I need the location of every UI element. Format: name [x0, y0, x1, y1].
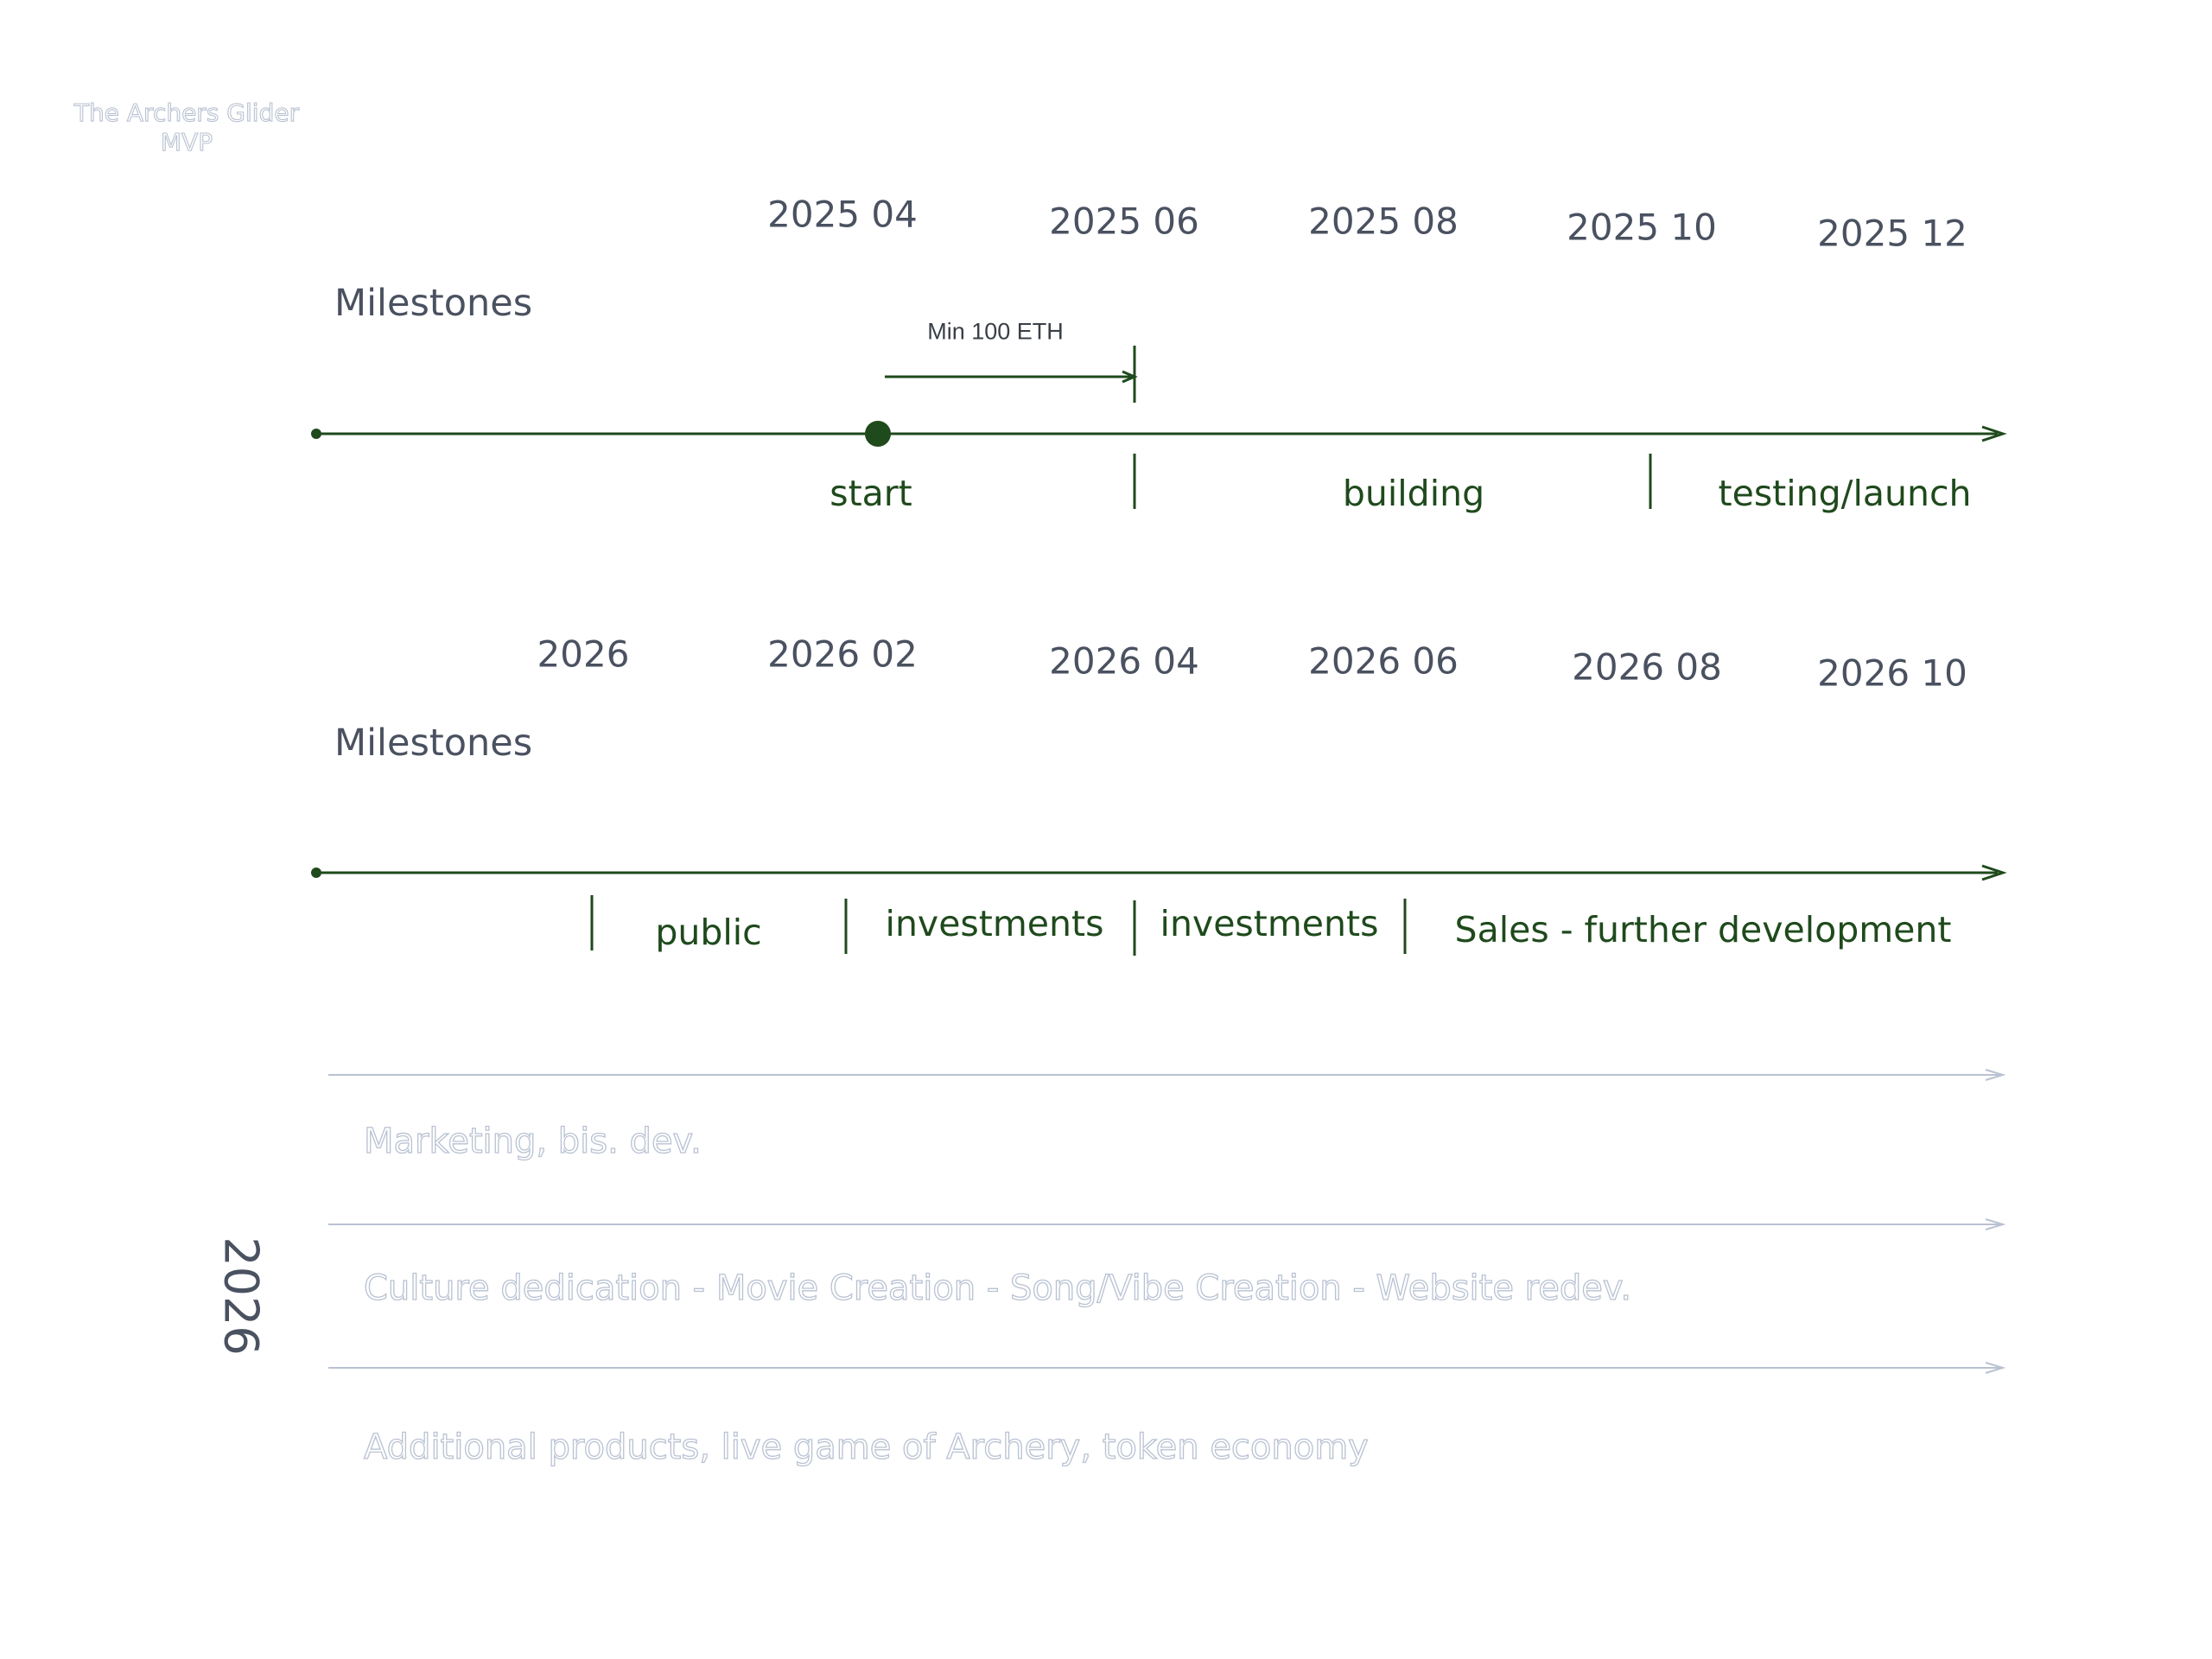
date-label: 2026 08	[1572, 645, 1722, 689]
track-label: Marketing, bis. dev.	[363, 1121, 702, 1161]
logo-title: The Archers Glider	[73, 98, 300, 127]
start-milestone-marker	[865, 421, 891, 447]
timeline-2025-start-dot	[311, 429, 321, 439]
date-label: 2026 06	[1308, 639, 1459, 683]
logo-subtitle: MVP	[160, 127, 213, 156]
date-label: 2025 06	[1049, 200, 1199, 243]
year-label: 2026	[213, 1236, 269, 1356]
date-label: 2026 10	[1817, 652, 1967, 695]
date-label: 2025 08	[1308, 200, 1459, 243]
date-label: 2026 04	[1049, 639, 1199, 683]
track-label: Culture dedication - Movie Creation - So…	[363, 1268, 1632, 1308]
phase-label: investments	[885, 903, 1104, 944]
date-label: 2025 10	[1567, 206, 1717, 249]
phase-label: building	[1342, 473, 1485, 514]
timeline-2026-arrowhead	[1981, 864, 2007, 881]
milestones-heading: Milestones	[334, 721, 533, 765]
phase-label: public	[655, 912, 762, 953]
logo: The Archers Glider MVP	[73, 98, 300, 157]
phase-label: Sales - further development	[1454, 909, 1952, 950]
phase-label: investments	[1160, 903, 1379, 944]
track-arrowhead-1	[1985, 1069, 2006, 1081]
phase-label: testing/launch	[1718, 473, 1972, 514]
funding-note: Min 100 ETH	[927, 318, 1064, 345]
date-label: 2026 02	[767, 632, 918, 676]
track-arrowhead-3	[1985, 1362, 2006, 1374]
date-label: 2025 04	[767, 193, 918, 236]
date-label: 2026	[537, 632, 630, 676]
track-arrowhead-2	[1985, 1218, 2006, 1230]
milestones-heading: Milestones	[334, 282, 533, 325]
timeline-2025-arrowhead	[1981, 425, 2007, 442]
date-label: 2025 12	[1817, 212, 1967, 255]
timeline-2026-start-dot	[311, 868, 321, 878]
phase-label: start	[830, 473, 912, 514]
track-label: Additional products, live game of Archer…	[363, 1427, 1369, 1467]
